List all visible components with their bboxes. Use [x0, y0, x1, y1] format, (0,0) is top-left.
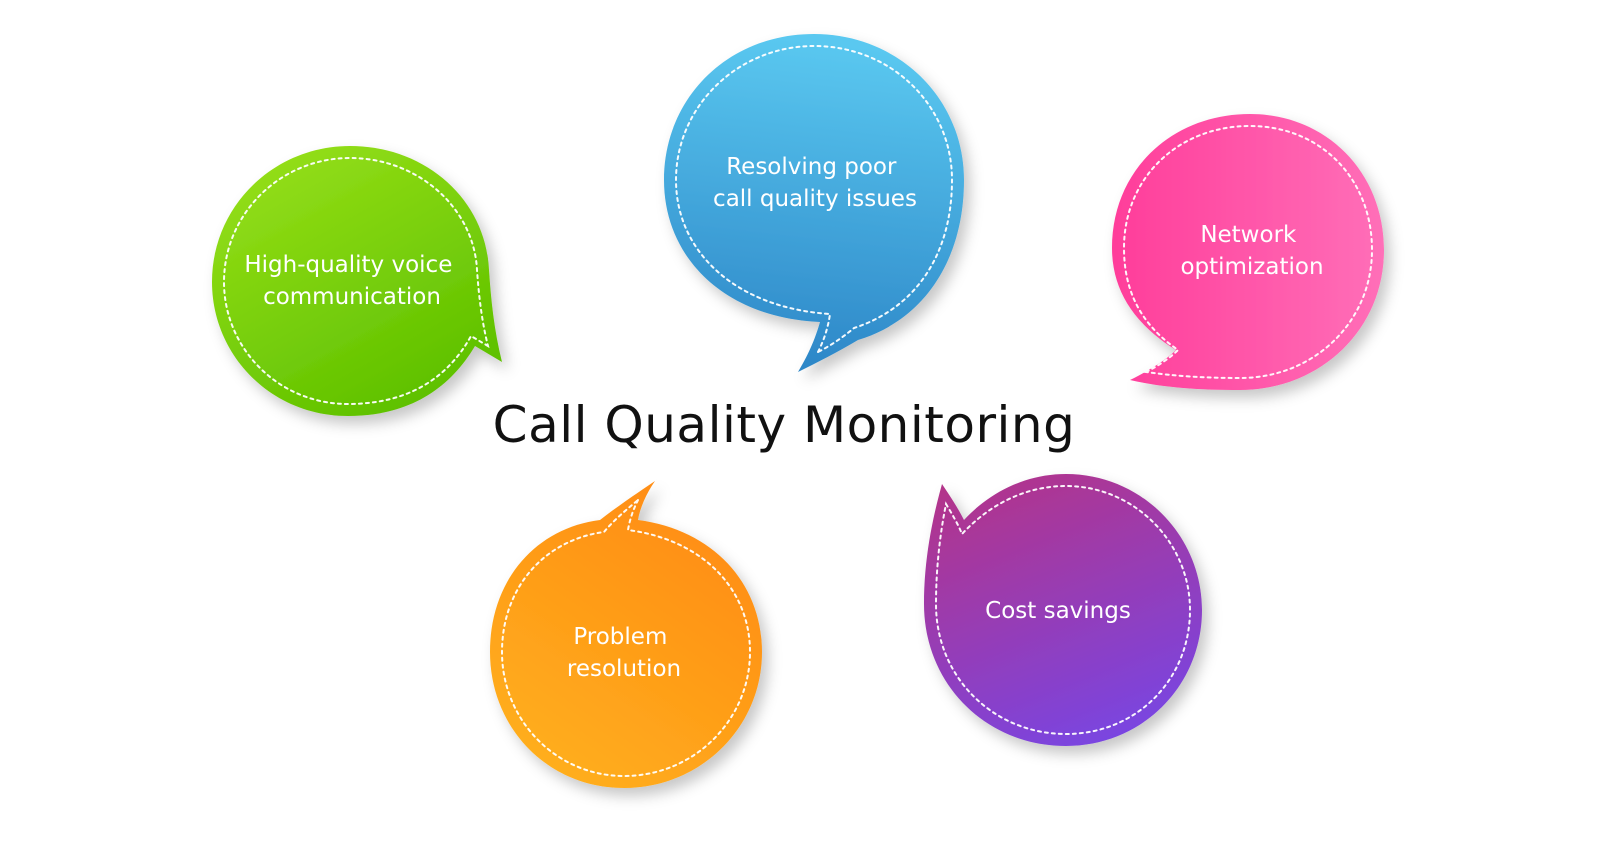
diagram-title: Call Quality Monitoring [493, 396, 1076, 454]
bubble-green-text: High-quality voice communication [244, 252, 459, 310]
bubble-orange-line-1: Problem [573, 624, 667, 650]
bubble-purple-line-1: Cost savings [985, 598, 1131, 624]
bubble-blue-line-2: call quality issues [713, 186, 917, 212]
bubble-pink-line-2: optimization [1180, 254, 1323, 280]
bubble-problem-resolution: Problem resolution [490, 481, 762, 788]
bubble-orange-text: Problem resolution [567, 624, 681, 682]
bubble-orange-line-2: resolution [567, 656, 681, 682]
bubble-purple-text: Cost savings [985, 598, 1131, 624]
bubble-network-optimization: Network optimization [1112, 114, 1384, 390]
bubble-green-dashed-outline [222, 156, 490, 406]
bubble-pink-line-1: Network [1200, 222, 1297, 248]
bubble-blue-dashed-outline [674, 44, 954, 355]
bubble-resolving-poor-call-quality: Resolving poor call quality issues [664, 34, 964, 372]
bubble-green-line-1: High-quality voice [244, 252, 452, 278]
bubble-green-shape [212, 146, 502, 416]
bubble-blue-text: Resolving poor call quality issues [713, 154, 917, 212]
bubble-high-quality-voice: High-quality voice communication [212, 146, 502, 416]
bubble-purple-shape [924, 474, 1202, 746]
bubble-green-line-2: communication [263, 284, 441, 310]
bubble-purple-dashed-outline [934, 484, 1192, 736]
bubble-cost-savings: Cost savings [924, 474, 1202, 746]
bubble-pink-dashed-outline [1122, 124, 1374, 380]
bubble-pink-text: Network optimization [1180, 222, 1323, 280]
bubble-pink-shape [1112, 114, 1384, 390]
bubble-blue-line-1: Resolving poor [726, 154, 897, 180]
bubble-orange-shape [490, 481, 762, 788]
